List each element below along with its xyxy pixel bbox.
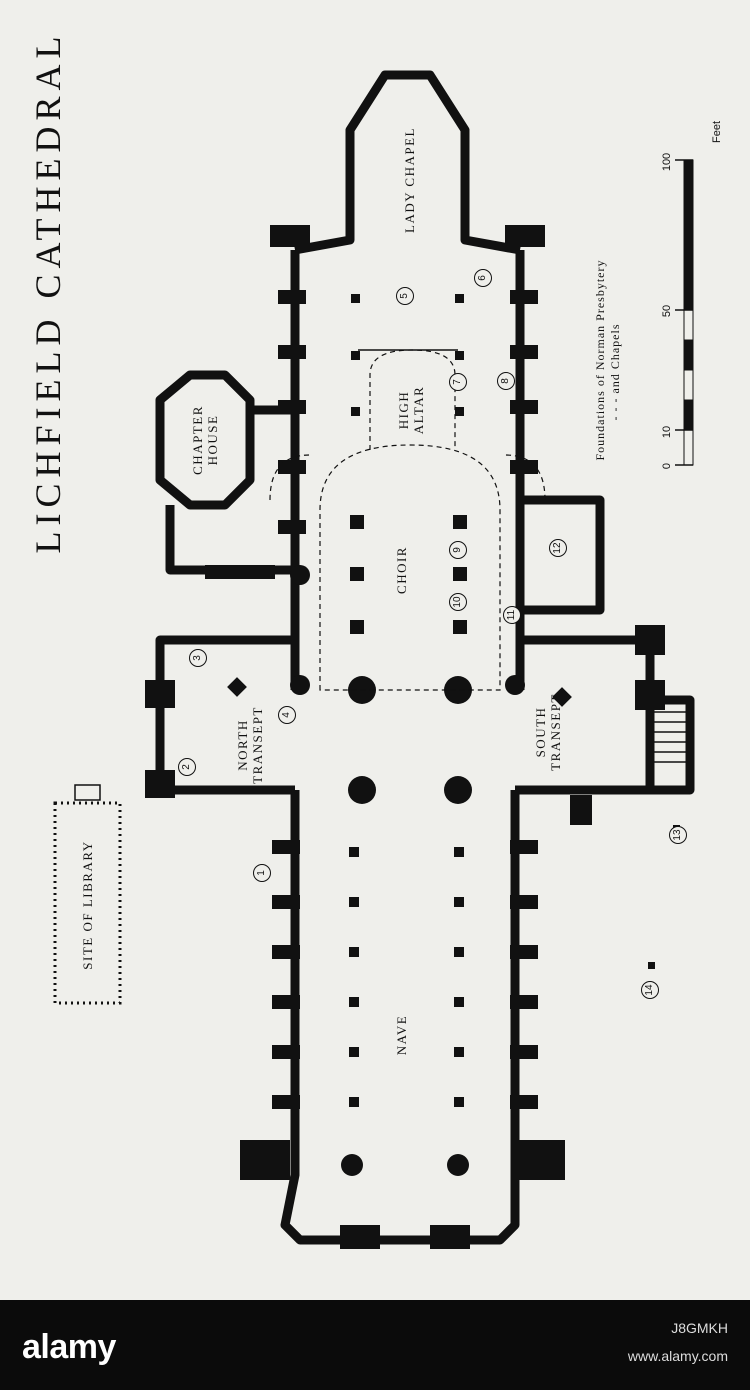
plan-number-12: 12 bbox=[549, 539, 567, 557]
plan-title: LICHFIELD CATHEDRAL bbox=[28, 30, 68, 554]
plan-number-10: 10 bbox=[449, 593, 467, 611]
stairs bbox=[652, 711, 688, 763]
lady-chapel-label: LADY CHAPEL bbox=[402, 127, 417, 233]
site-url[interactable]: www.alamy.com bbox=[627, 1348, 728, 1364]
plan-number-1: 1 bbox=[253, 864, 271, 882]
plan-number-4: 4 bbox=[278, 706, 296, 724]
plan-number-7: 7 bbox=[449, 373, 467, 391]
legend-line-1: Foundations of Norman Presbytery bbox=[593, 259, 607, 461]
plan-sheet: LICHFIELD CATHEDRAL LADY CHAPEL CHAPTER … bbox=[0, 0, 750, 1300]
chapter-house-label: CHAPTER HOUSE bbox=[190, 405, 220, 475]
plan-number-3: 3 bbox=[189, 649, 207, 667]
scale-unit: Feet bbox=[711, 120, 723, 144]
high-altar-label: HIGH ALTAR bbox=[396, 385, 426, 435]
library-site-label: SITE OF LIBRARY bbox=[80, 840, 95, 970]
plan-number-8: 8 bbox=[497, 372, 515, 390]
plan-number-5: 5 bbox=[396, 287, 414, 305]
image-id: J8GMKH bbox=[671, 1320, 728, 1336]
legend: Foundations of Norman Presbytery - - - a… bbox=[593, 260, 623, 461]
plan-number-9: 9 bbox=[449, 541, 467, 559]
plan-number-13: 13 bbox=[669, 826, 687, 844]
scale-tick-50: 50 bbox=[661, 304, 673, 318]
plan-number-14: 14 bbox=[641, 981, 659, 999]
scale-bar bbox=[675, 159, 694, 466]
cathedral-floor-plan bbox=[53, 70, 695, 1249]
cathedral-walls bbox=[155, 70, 695, 1245]
plan-number-6: 6 bbox=[474, 269, 492, 287]
plan-number-2: 2 bbox=[178, 758, 196, 776]
scale-tick-10: 10 bbox=[661, 425, 673, 439]
alamy-logo: alamy bbox=[22, 1328, 116, 1366]
legend-line-2: - - - and Chapels bbox=[608, 323, 622, 421]
north-transept-label: NORTH TRANSEPT bbox=[235, 706, 265, 784]
nave-label: NAVE bbox=[394, 1014, 409, 1056]
south-transept-label: SOUTH TRANSEPT bbox=[533, 693, 563, 771]
library-site bbox=[53, 784, 122, 1005]
plan-number-11: 11 bbox=[503, 606, 521, 624]
scale-tick-100: 100 bbox=[661, 152, 673, 172]
buttresses bbox=[145, 225, 665, 1249]
watermark-footer: alamy J8GMKH www.alamy.com bbox=[0, 1300, 750, 1390]
scale-tick-0: 0 bbox=[661, 462, 673, 470]
choir-label: CHOIR bbox=[394, 546, 409, 594]
